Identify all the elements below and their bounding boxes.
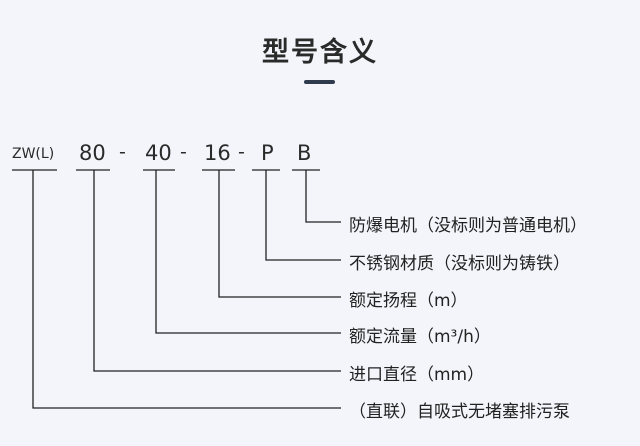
- meaning-explosion-proof: 防爆电机（没标则为普通电机）: [349, 216, 587, 236]
- meaning-pump-type: （直联）自吸式无堵塞排污泵: [349, 402, 570, 422]
- code-separator: -: [238, 141, 245, 163]
- leader-head: [218, 170, 341, 298]
- meaning-diameter: 进口直径（mm）: [349, 365, 485, 385]
- leader-b: [305, 170, 341, 223]
- code-b: B: [297, 141, 312, 165]
- code-flow: 40: [145, 141, 172, 165]
- meaning-flow: 额定流量（m³/h）: [349, 327, 491, 347]
- title-underline: [304, 80, 335, 84]
- leader-zwl: [32, 170, 341, 409]
- code-zwl: ZW(L): [12, 146, 55, 162]
- code-p: P: [261, 141, 274, 165]
- code-separator: -: [119, 141, 126, 163]
- leader-caliber: [93, 170, 341, 372]
- meaning-material: 不锈钢材质（没标则为铸铁）: [349, 254, 570, 274]
- meaning-head: 额定扬程（m）: [349, 291, 468, 311]
- code-separator: -: [180, 141, 187, 163]
- leader-flow: [155, 170, 341, 334]
- leader-p: [265, 170, 341, 261]
- code-caliber: 80: [79, 141, 106, 165]
- diagram-title: 型号含义: [262, 37, 378, 68]
- code-head: 16: [204, 141, 231, 165]
